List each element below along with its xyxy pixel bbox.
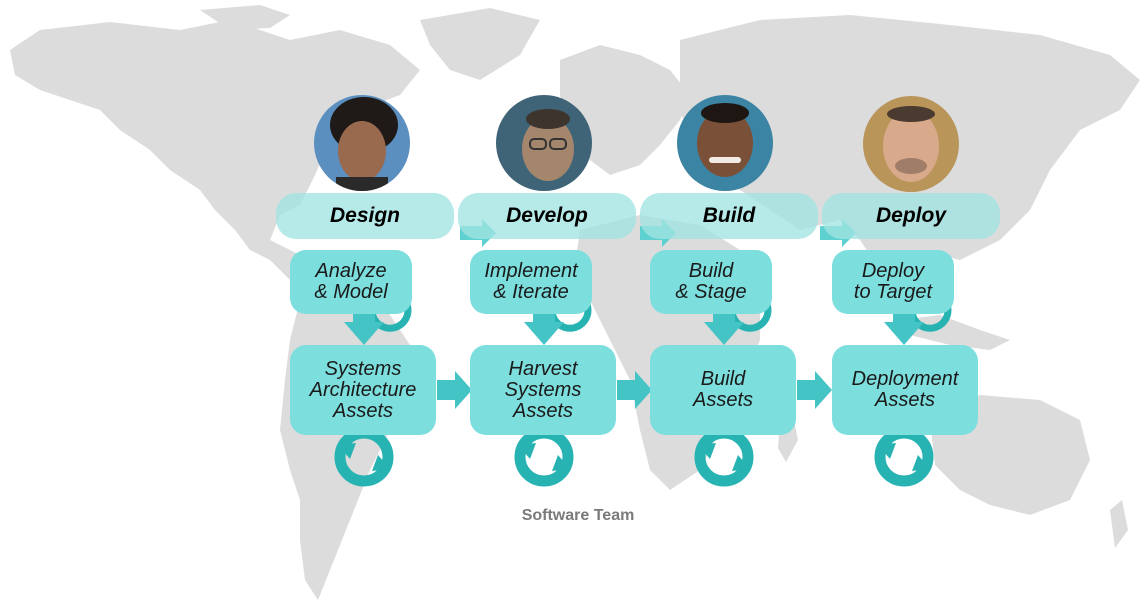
activity-label: Analyze & Model	[314, 260, 388, 303]
cycle-icon	[518, 433, 570, 481]
activity-implement-iterate: Implement & Iterate	[470, 250, 592, 314]
phase-label: Develop	[506, 204, 588, 227]
down-arrow	[884, 314, 924, 345]
cycle-icon	[878, 433, 930, 481]
asset-deployment: Deployment Assets	[832, 345, 978, 435]
phase-label: Build	[702, 204, 756, 227]
phase-design: Design	[276, 193, 454, 239]
down-arrow	[344, 314, 384, 345]
asset-arrow	[617, 371, 652, 409]
team-label: Software Team	[521, 507, 635, 524]
asset-build: Build Assets	[650, 345, 796, 435]
activity-label: Implement & Iterate	[484, 260, 578, 303]
activity-label: Build & Stage	[675, 260, 747, 303]
asset-arrow	[797, 371, 832, 409]
activity-build-stage: Build & Stage	[650, 250, 772, 314]
down-arrow	[704, 314, 744, 345]
asset-label: Build Assets	[692, 368, 754, 411]
designer-avatar	[314, 95, 410, 191]
deployer-avatar	[863, 96, 959, 192]
cycle-icon	[338, 433, 390, 481]
asset-systems-architecture: Systems Architecture Assets	[290, 345, 436, 435]
activity-label: Deploy to Target	[853, 260, 933, 303]
asset-arrow	[437, 371, 472, 409]
phase-build: Build	[640, 193, 818, 239]
asset-label: Harvest Systems Assets	[504, 357, 582, 422]
cycle-icon	[698, 433, 750, 481]
builder-avatar	[677, 95, 773, 191]
developer-avatar	[496, 95, 592, 191]
phase-develop: Develop	[458, 193, 636, 239]
down-arrow	[524, 314, 564, 345]
asset-label: Deployment Assets	[851, 368, 959, 411]
asset-harvest-systems: Harvest Systems Assets	[470, 345, 616, 435]
activity-deploy-target: Deploy to Target	[832, 250, 954, 314]
asset-label: Systems Architecture Assets	[309, 357, 417, 422]
phase-deploy: Deploy	[822, 193, 1000, 239]
phase-label: Design	[329, 204, 400, 227]
phase-label: Deploy	[875, 204, 946, 227]
activity-analyze-model: Analyze & Model	[290, 250, 412, 314]
